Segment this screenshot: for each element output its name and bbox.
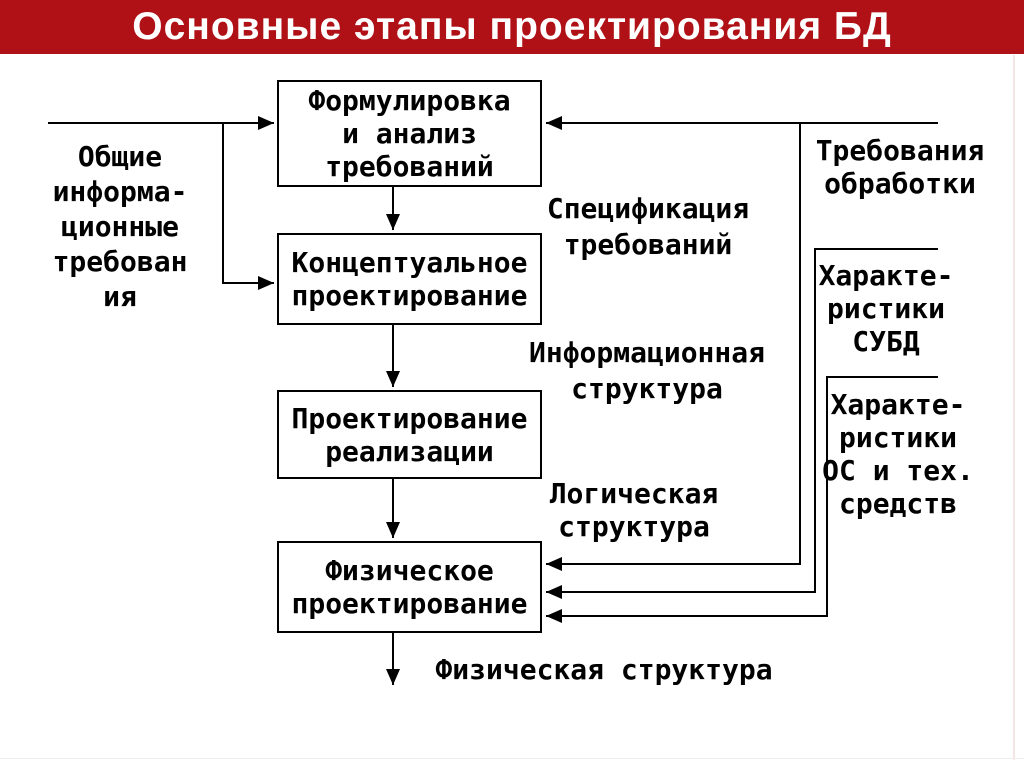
label-physical-structure: Физическая структура bbox=[435, 653, 773, 686]
label-requirements-specification: Спецификация требований bbox=[546, 192, 750, 261]
slide-title: Основные этапы проектирования БД bbox=[132, 5, 892, 48]
label-processing-requirements: Требования обработки bbox=[815, 134, 985, 200]
title-bar: Основные этапы проектирования БД bbox=[0, 0, 1024, 54]
stage-box-implementation-design: Проектирование реализации bbox=[277, 390, 542, 479]
stage-box-physical-design: Физическое проектирование bbox=[277, 541, 542, 633]
connector-os-chars-to-stage4 bbox=[546, 376, 938, 623]
label-dbms-characteristics: Характе- ристики СУБД bbox=[818, 259, 954, 358]
label-logical-structure: Логическая структура bbox=[549, 477, 719, 543]
slide-bottom-edge bbox=[0, 758, 1024, 759]
stage-box-requirements-analysis: Формулировка и анализ требований bbox=[277, 80, 542, 187]
slide-right-edge bbox=[1013, 55, 1015, 760]
label-general-information-requirements: Общие информа- ционные требован ия bbox=[52, 140, 188, 313]
label-information-structure: Информационная структура bbox=[528, 336, 765, 405]
stage-box-conceptual-design: Концептуальное проектирование bbox=[277, 233, 542, 325]
connector-processing-reqs-to-stage4 bbox=[546, 123, 801, 571]
connector-general-reqs-to-stage2 bbox=[222, 123, 274, 290]
label-os-hardware-characteristics: Характе- ристики ОС и тех. средств bbox=[822, 388, 974, 520]
connector-dbms-chars-to-stage4 bbox=[546, 248, 938, 599]
